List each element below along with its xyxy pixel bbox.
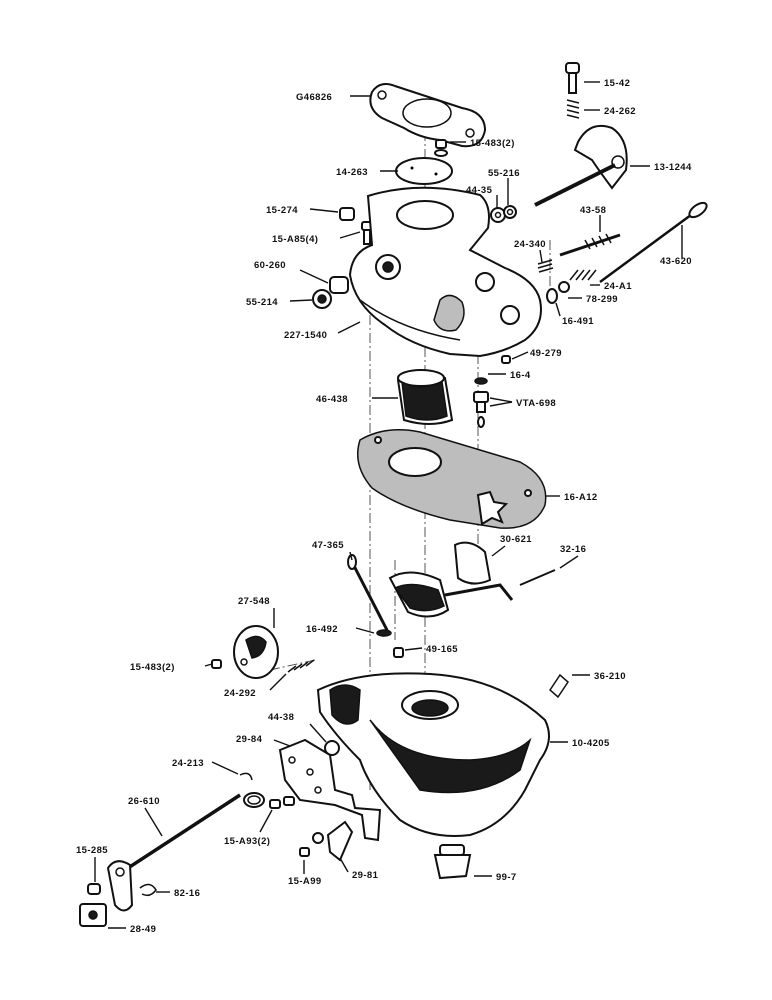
label-49-279: 49-279 — [530, 348, 562, 359]
part-pin-47-365 — [347, 554, 390, 633]
label-16-492: 16-492 — [306, 624, 338, 635]
part-screws-15-a93 — [269, 796, 295, 809]
part-spring-24-213 — [239, 772, 265, 808]
part-gasket-14-263 — [395, 157, 453, 185]
label-60-260: 60-260 — [254, 260, 286, 271]
label-47-365: 47-365 — [312, 540, 344, 551]
part-plug-15-274 — [339, 207, 355, 221]
part-nuts-55-216-44-35 — [490, 205, 517, 223]
label-14-263: 14-263 — [336, 167, 368, 178]
label-26-610: 26-610 — [128, 796, 160, 807]
part-pin-32-16 — [519, 569, 556, 586]
label-36-210: 36-210 — [594, 671, 626, 682]
label-16-a12: 16-A12 — [564, 492, 598, 503]
label-24-340: 24-340 — [514, 239, 546, 250]
label-55-214: 55-214 — [246, 297, 278, 308]
part-gasket-16-492 — [376, 629, 392, 637]
label-29-84: 29-84 — [236, 734, 263, 745]
label-15-483-bottom: 15-483(2) — [130, 662, 175, 673]
label-49-165: 49-165 — [426, 644, 458, 655]
leader-lines — [94, 81, 683, 929]
part-throttle-lever-13-1244 — [534, 124, 628, 207]
part-bracket-29-84 — [278, 738, 382, 842]
label-16-491: 16-491 — [562, 316, 594, 327]
part-gasket-16-4 — [474, 377, 488, 385]
label-46-438: 46-438 — [316, 394, 348, 405]
part-needle-43-620 — [599, 201, 708, 284]
label-13-1244: 13-1244 — [654, 162, 692, 173]
part-fuel-bowl-10-4205 — [316, 672, 550, 837]
label-24-292: 24-292 — [224, 688, 256, 699]
label-24-262: 24-262 — [604, 106, 636, 117]
label-99-7: 99-7 — [496, 872, 517, 883]
label-82-16: 82-16 — [174, 888, 200, 899]
part-venturi-46-438 — [396, 369, 454, 425]
part-needle-43-58 — [559, 233, 621, 257]
label-227-1540: 227-1540 — [284, 330, 327, 341]
part-screw-15-a99 — [299, 832, 324, 857]
part-clip-82-16 — [139, 883, 157, 897]
part-plug-60-260 — [329, 276, 349, 294]
label-43-58: 43-58 — [580, 205, 606, 216]
part-choke-plate-27-548 — [233, 625, 279, 679]
label-15-42: 15-42 — [604, 78, 630, 89]
part-spring-24-340 — [537, 259, 554, 273]
part-washer-16-491 — [546, 288, 558, 304]
part-spring-24-262 — [566, 99, 580, 119]
part-nut-44-38 — [324, 740, 340, 756]
part-lever-29-81 — [326, 820, 354, 862]
part-labels: G46826 15-42 24-262 15-483(2) 13-1244 14… — [76, 78, 692, 935]
part-washer-78-299 — [558, 281, 570, 293]
label-55-216: 55-216 — [488, 168, 520, 179]
part-screw-15-42 — [565, 62, 580, 94]
label-43-620: 43-620 — [660, 256, 692, 267]
label-27-548: 27-548 — [238, 596, 270, 607]
part-float-30-621 — [388, 541, 514, 618]
part-nut-55-214 — [312, 289, 332, 309]
label-15-a93: 15-A93(2) — [224, 836, 270, 847]
label-32-16: 32-16 — [560, 544, 586, 555]
label-vta-698: VTA-698 — [516, 398, 556, 409]
label-g46826: G46826 — [296, 92, 332, 103]
part-drain-plug-99-7 — [433, 844, 472, 880]
label-15-a99: 15-A99 — [288, 876, 322, 887]
label-78-299: 78-299 — [586, 294, 618, 305]
part-spring-24-292 — [287, 659, 315, 673]
label-15-483-top: 15-483(2) — [470, 138, 515, 149]
part-screws-15-483-top — [434, 139, 448, 157]
label-15-285: 15-285 — [76, 845, 108, 856]
part-screw-15-285 — [87, 883, 101, 895]
part-swivel-28-49 — [79, 903, 107, 927]
part-throttle-body-227-1540 — [348, 186, 542, 358]
label-24-a1: 24-A1 — [604, 281, 632, 292]
part-needle-seat-vta-698 — [473, 391, 489, 428]
label-16-4: 16-4 — [510, 370, 531, 381]
label-10-4205: 10-4205 — [572, 738, 610, 749]
part-washer-49-279 — [501, 355, 511, 364]
label-44-38: 44-38 — [268, 712, 294, 723]
part-screws-15-483-bottom — [211, 659, 222, 669]
label-15-274: 15-274 — [266, 205, 298, 216]
part-spring-24-a1 — [569, 269, 597, 281]
part-gasket-g46826 — [369, 83, 487, 148]
part-washer-36-210 — [549, 673, 569, 699]
part-gasket-16-a12 — [357, 429, 547, 529]
label-29-81: 29-81 — [352, 870, 379, 881]
label-30-621: 30-621 — [500, 534, 532, 545]
label-44-35: 44-35 — [466, 185, 493, 196]
label-15-a85: 15-A85(4) — [272, 234, 318, 245]
label-24-213: 24-213 — [172, 758, 204, 769]
label-28-49: 28-49 — [130, 924, 156, 935]
part-shaft-26-610 — [106, 793, 241, 912]
part-jet-49-165 — [393, 647, 404, 658]
